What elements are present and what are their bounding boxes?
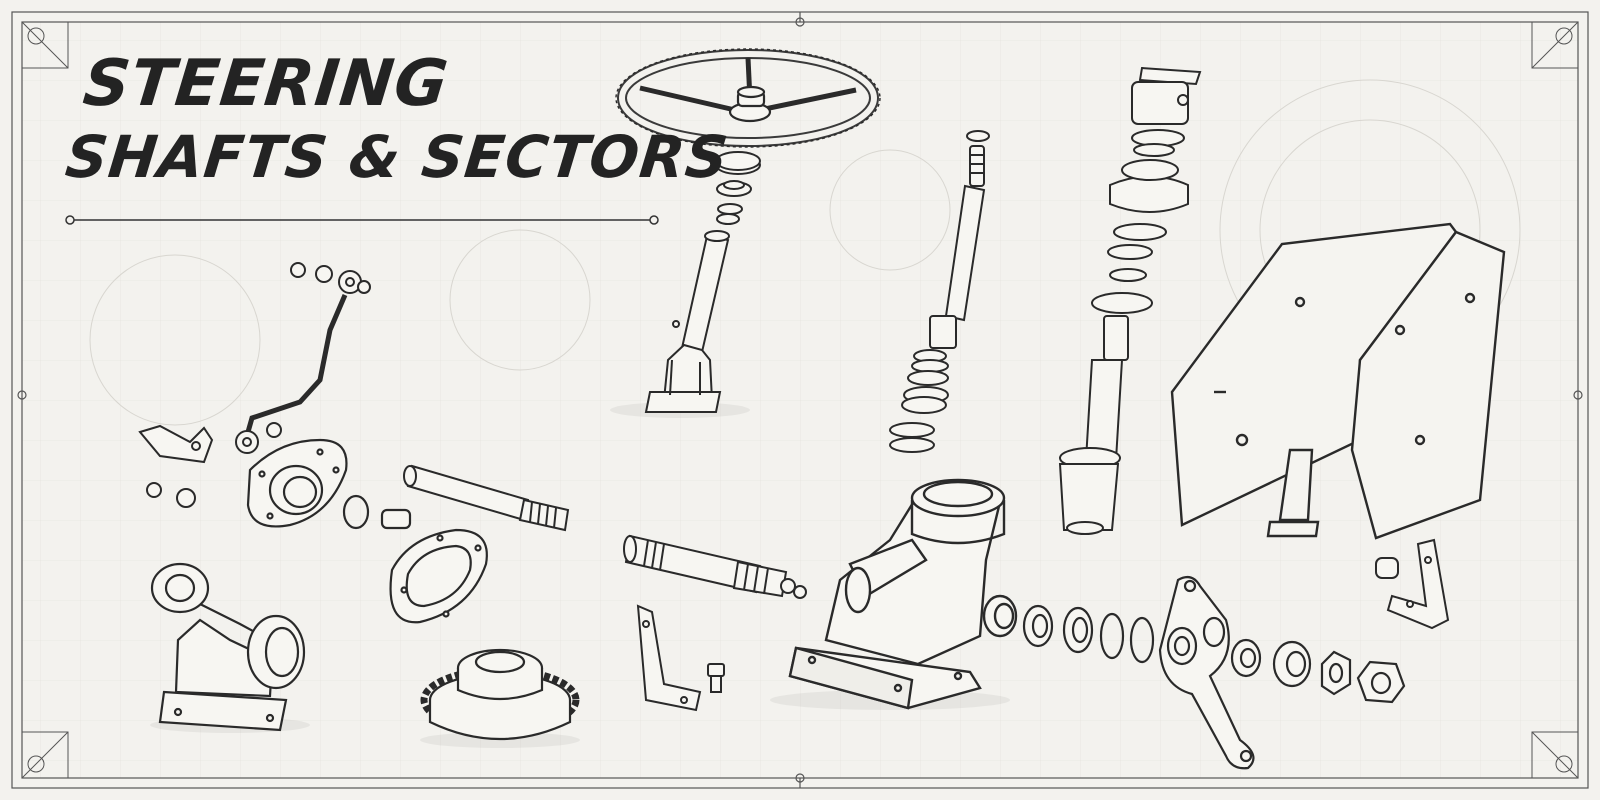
l-bracket (636, 604, 725, 712)
steering-column (644, 151, 761, 413)
pitman-housing (150, 562, 306, 732)
title-line-2: SHAFTS & SECTORS (62, 123, 732, 191)
mounting-bracket-plate (1170, 222, 1506, 540)
corner-ornaments (21, 21, 1579, 779)
small-bracket (138, 424, 214, 508)
nut (1320, 650, 1406, 704)
title-line-1: STEERING (79, 47, 452, 121)
page-title: STEERING SHAFTS & SECTORS (62, 47, 739, 191)
drag-link-rod (235, 262, 371, 454)
steering-shaft (889, 130, 990, 453)
steering-wheel (615, 48, 881, 148)
splined-output-shaft (623, 534, 807, 599)
steering-gearbox (788, 478, 1018, 710)
steering-column-assembly (1058, 66, 1202, 535)
splined-shaft (403, 464, 570, 532)
blueprint-frame (11, 11, 1589, 789)
gear-sector (420, 648, 580, 740)
title-underline (65, 215, 659, 225)
right-l-bracket (1375, 538, 1450, 630)
gasket (389, 528, 488, 624)
pitman-arm (1158, 575, 1255, 770)
seal-and-bearing-stack (1022, 604, 1312, 688)
flange-plate (246, 438, 412, 530)
